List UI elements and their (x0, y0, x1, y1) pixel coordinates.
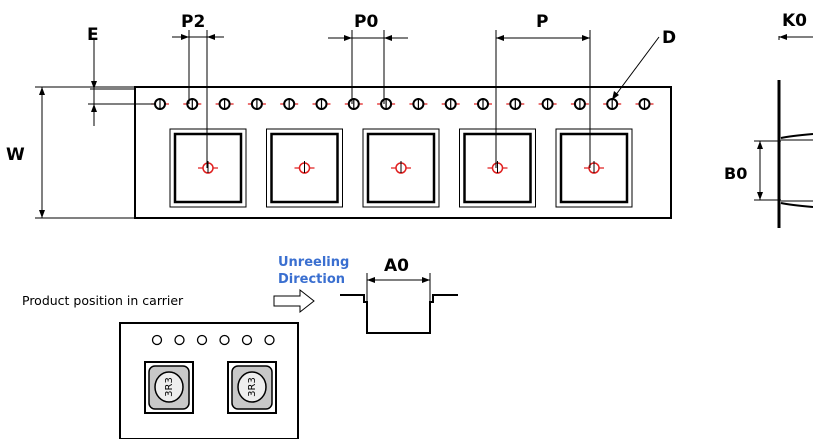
dimension-E: E (87, 25, 155, 126)
dimension-P: P (495, 12, 591, 168)
sprocket-hole (474, 98, 492, 110)
dimension-W: W (6, 86, 135, 219)
unreeling-line2: Direction (278, 272, 345, 287)
carrier-tape-body (134, 86, 672, 219)
carrier-hole (264, 334, 275, 346)
carrier-hole (151, 334, 163, 346)
sprocket-hole (280, 98, 299, 110)
dimension-P2: P2 (172, 12, 224, 168)
label-K0: K0 (782, 11, 807, 31)
dimension-D: D (611, 28, 676, 101)
pocket (362, 128, 440, 208)
label-P2: P2 (181, 12, 205, 32)
sprocket-hole (215, 98, 234, 110)
pockets (169, 128, 633, 208)
carrier-hole (241, 334, 253, 346)
carrier-illustration: 3R3 3R3 (119, 322, 299, 439)
direction-arrow-icon (273, 288, 315, 314)
pocket (169, 128, 247, 208)
label-W: W (6, 145, 25, 165)
sprocket-hole (247, 98, 266, 110)
label-P0: P0 (354, 12, 378, 32)
sprocket-hole (377, 98, 396, 110)
pocket (266, 128, 343, 208)
pocket (555, 128, 633, 208)
component-inductor: 3R3 (227, 361, 277, 414)
component-marking: 3R3 (247, 377, 258, 397)
sprocket-hole (409, 98, 428, 110)
components: 3R3 3R3 (144, 361, 277, 414)
sprocket-hole (506, 98, 525, 110)
carrier-holes (151, 334, 275, 346)
component-inductor: 3R3 (144, 361, 194, 414)
pocket-cross-section: A0 (340, 256, 458, 334)
label-A0: A0 (384, 256, 409, 276)
sprocket-hole (183, 98, 202, 110)
dimension-P0: P0 (328, 12, 408, 104)
label-E: E (87, 25, 99, 45)
sprocket-hole (312, 98, 331, 110)
label-D: D (662, 28, 676, 48)
product-position-label: Product position in carrier (22, 293, 184, 308)
sprocket-hole (441, 98, 460, 110)
component-marking: 3R3 (164, 377, 175, 397)
sprocket-hole (344, 98, 363, 110)
sprocket-hole (635, 98, 654, 110)
sprocket-holes (151, 98, 654, 110)
carrier-hole (174, 334, 185, 346)
carrier-hole (196, 334, 208, 346)
pocket (459, 128, 536, 208)
label-P: P (536, 12, 548, 32)
side-view: K0 B0 (724, 11, 813, 228)
sprocket-hole (538, 98, 557, 110)
unreeling-line1: Unreeling (278, 255, 349, 270)
sprocket-hole (570, 98, 589, 110)
unreeling-direction: Unreeling Direction Product position in … (22, 255, 349, 314)
carrier-hole (219, 334, 230, 346)
label-B0: B0 (724, 164, 747, 183)
